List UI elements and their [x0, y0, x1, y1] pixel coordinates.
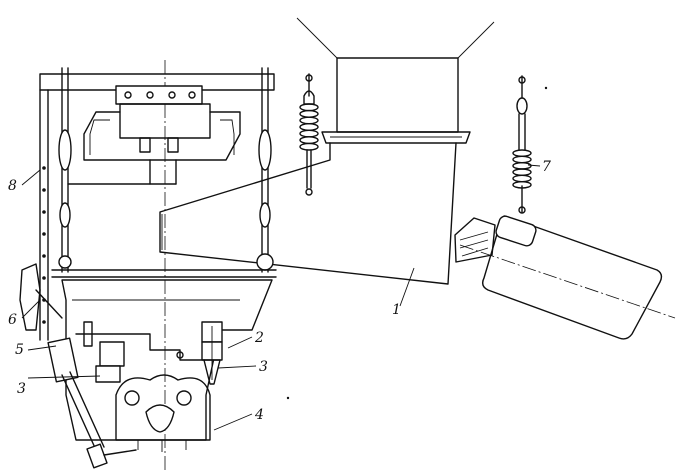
spring-suspension-center	[299, 73, 319, 196]
callout-label-6: 6	[8, 312, 17, 328]
callout-label-3-left: 3	[17, 381, 26, 397]
spring-coil	[512, 174, 532, 183]
callout-label-1: 1	[392, 302, 401, 318]
spring-coil	[512, 155, 532, 164]
valve-units	[75, 321, 223, 385]
spring-coil	[299, 109, 319, 118]
callout-label-3-right: 3	[259, 359, 268, 375]
leader-lines	[21, 164, 541, 431]
callout-label-5: 5	[15, 342, 24, 358]
spring-coil	[512, 149, 532, 158]
feed-hopper	[159, 17, 495, 285]
vibrator-motor	[454, 215, 676, 340]
callout-label-2: 2	[254, 330, 264, 346]
spring-coil	[512, 168, 532, 177]
rotary-gate	[115, 374, 211, 452]
pneumatic-cylinder-arm	[19, 263, 137, 469]
spring-suspension-right	[512, 75, 532, 214]
callout-label-4: 4	[254, 407, 264, 423]
callout-label-7: 7	[542, 159, 551, 175]
drive-block-piping	[67, 85, 241, 185]
spring-coil	[299, 136, 319, 145]
spring-coil	[299, 123, 319, 131]
spring-coil	[299, 142, 319, 151]
stray-dot	[286, 396, 290, 400]
spring-coil	[299, 116, 319, 125]
stray-dot	[544, 86, 548, 90]
callout-label-8: 8	[8, 178, 17, 194]
spring-coil	[299, 103, 319, 112]
spring-coil	[512, 161, 532, 170]
spring-coil	[299, 129, 319, 138]
